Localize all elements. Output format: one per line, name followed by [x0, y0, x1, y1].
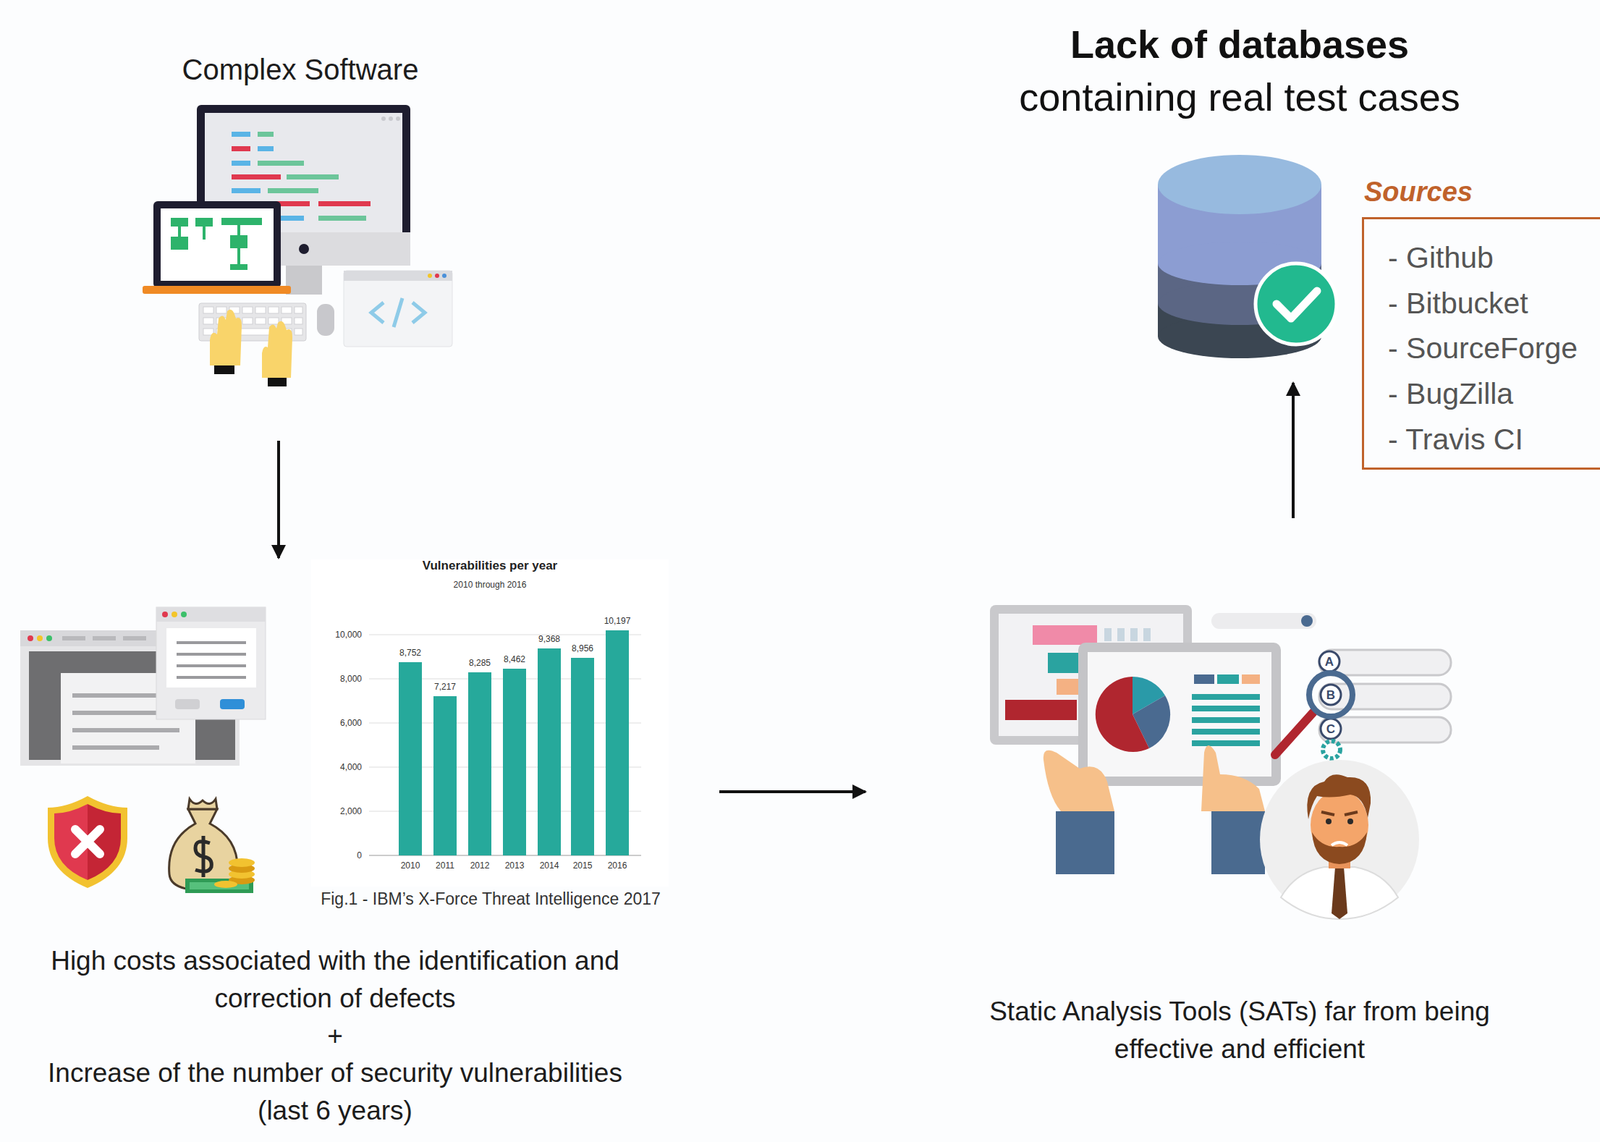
axis-tick: 8,000 [340, 674, 362, 684]
option-letter: C [1326, 722, 1336, 736]
axis-year: 2013 [505, 861, 525, 870]
axis-year: 2012 [470, 861, 490, 870]
node-text: Complex Software [137, 52, 464, 87]
node-text: containing real test cases [986, 70, 1493, 124]
node-text: - Bitbucket [1387, 280, 1600, 327]
option-letter: B [1326, 688, 1336, 702]
figure-caption: Fig.1 - IBM’s X-Force Threat Intelligenc… [320, 890, 661, 908]
axis-year: 2016 [607, 861, 628, 870]
illustrated-step: High costs associated with the identific… [10, 560, 717, 1137]
database-cylinder [1157, 154, 1339, 380]
node-text: Static Analysis Tools (SATs) far from be… [971, 992, 1508, 1069]
option-letter: A [1325, 655, 1334, 668]
bar-value: 8,462 [503, 654, 526, 664]
axis-year: 2014 [539, 861, 560, 870]
chart-subtitle: 2010 through 2016 [453, 580, 527, 590]
computer-illustration [142, 104, 453, 387]
node-text: Lack of databases [986, 18, 1493, 71]
bar-value: 7,217 [434, 682, 456, 692]
flow-arrow [719, 790, 866, 794]
node-text: High costs associated with the identific… [45, 942, 625, 1018]
flow-arrow [277, 440, 281, 558]
shield-icon [47, 796, 128, 888]
illustrated-step: Complex Software [137, 43, 464, 438]
bar-value: 10,197 [604, 616, 632, 626]
node-text: - SourceForge [1387, 325, 1600, 372]
text-group: Static Analysis Tools (SATs) far from be… [971, 992, 1508, 1069]
bar-value: 9,368 [538, 634, 561, 644]
text-group: Sources [1364, 175, 1582, 210]
money-bag-icon [169, 798, 255, 893]
axis-year: 2015 [573, 861, 593, 870]
text-group: High costs associated with the identific… [45, 942, 625, 1130]
bar-value: 8,956 [571, 644, 594, 653]
node-text: - Github [1387, 235, 1600, 281]
node-text: - BugZilla [1387, 371, 1600, 417]
axis-year: 2010 [400, 861, 421, 870]
axis-tick: 4,000 [340, 762, 362, 772]
bar-value: 8,285 [468, 658, 491, 668]
node-text: + [45, 1017, 625, 1056]
text-group: - Github- Bitbucket- SourceForge- BugZil… [1387, 235, 1600, 463]
static-analysis-illustration [989, 604, 1451, 920]
axis-tick: 10,000 [335, 630, 362, 639]
bar-value: 8,752 [399, 648, 422, 658]
browser-windows-illustration [20, 607, 266, 766]
chart-title: Vulnerabilities per year [422, 559, 558, 572]
axis-tick: 2,000 [340, 806, 362, 816]
box-heading: Sources [1364, 175, 1582, 210]
sources-box: Sources- Github- Bitbucket- SourceForge-… [1361, 217, 1600, 470]
text-group: Lack of databasescontaining real test ca… [986, 18, 1493, 124]
node-text: Increase of the number of security vulne… [45, 1054, 625, 1130]
database-node: Lack of databasescontaining real test ca… [1157, 154, 1339, 380]
flow-arrow [1291, 382, 1295, 519]
bar-chart [311, 559, 669, 887]
axis-tick: 6,000 [340, 718, 362, 728]
axis-year: 2011 [435, 861, 455, 870]
node-text: - Travis CI [1387, 416, 1600, 463]
text-group: Complex Software [137, 52, 464, 87]
axis-tick: 0 [356, 851, 362, 860]
illustrated-step: Static Analysis Tools (SATs) far from be… [868, 521, 1491, 1079]
